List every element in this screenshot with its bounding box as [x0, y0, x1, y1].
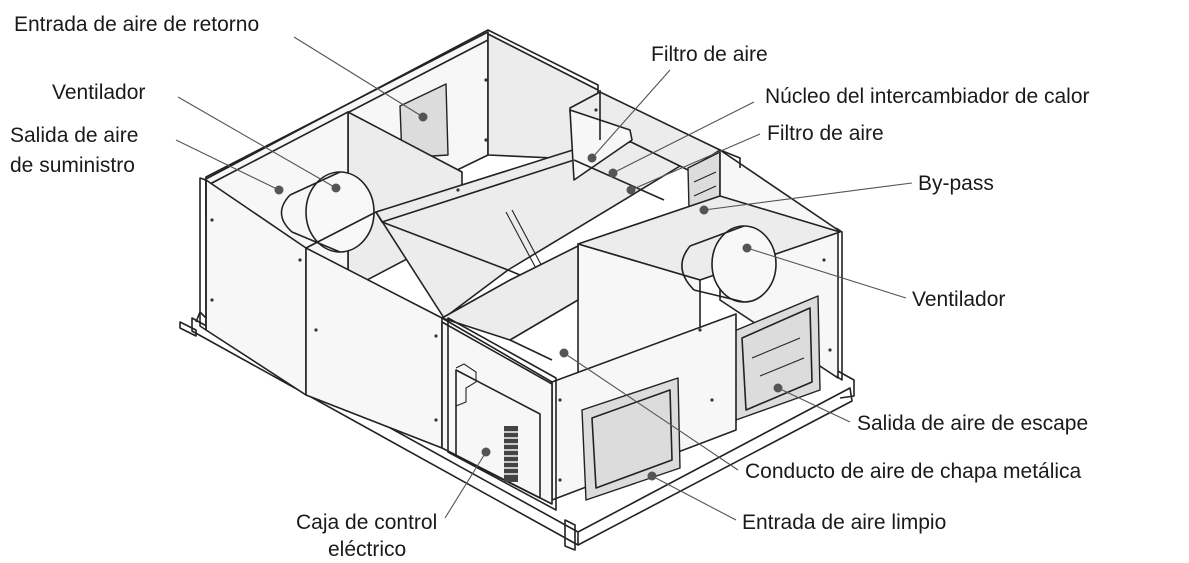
supply-outlet-marker [274, 185, 284, 195]
filter-mid-marker [626, 185, 636, 195]
leader-lines [175, 36, 913, 521]
control-box-marker [481, 447, 491, 457]
sheet-metal-duct-marker [559, 348, 569, 358]
label-return-air-inlet: Entrada de aire de retorno [14, 13, 259, 36]
label-bypass: By-pass [918, 172, 994, 195]
label-supply-outlet-line2: de suministro [10, 154, 135, 177]
label-sheet-metal-duct: Conducto de aire de chapa metálica [745, 460, 1082, 483]
exhaust-outlet-marker [773, 383, 783, 393]
fan-right-marker [742, 243, 752, 253]
labels: Entrada de aire de retorno Ventilador Sa… [10, 13, 1090, 561]
control-box-vents [504, 426, 518, 482]
return-air-inlet-marker [418, 112, 428, 122]
filter-top-marker [587, 153, 597, 163]
label-fan-left: Ventilador [52, 81, 145, 104]
rivets [210, 78, 832, 482]
label-control-box-line2: eléctrico [328, 538, 406, 561]
fan-left-marker [331, 183, 341, 193]
label-fan-right: Ventilador [912, 288, 1005, 311]
label-control-box-line1: Caja de control [296, 511, 437, 534]
label-fresh-air-inlet: Entrada de aire limpio [742, 511, 946, 534]
label-supply-outlet-line1: Salida de aire [10, 124, 138, 147]
fresh-air-inlet-marker [647, 471, 657, 481]
label-filter-top: Filtro de aire [651, 43, 768, 66]
label-filter-mid: Filtro de aire [767, 122, 884, 145]
label-heat-exchanger-core: Núcleo del intercambiador de calor [765, 85, 1090, 108]
bypass-marker [699, 205, 709, 215]
heat-exchanger-core-marker [608, 168, 618, 178]
label-exhaust-outlet: Salida de aire de escape [857, 412, 1088, 435]
